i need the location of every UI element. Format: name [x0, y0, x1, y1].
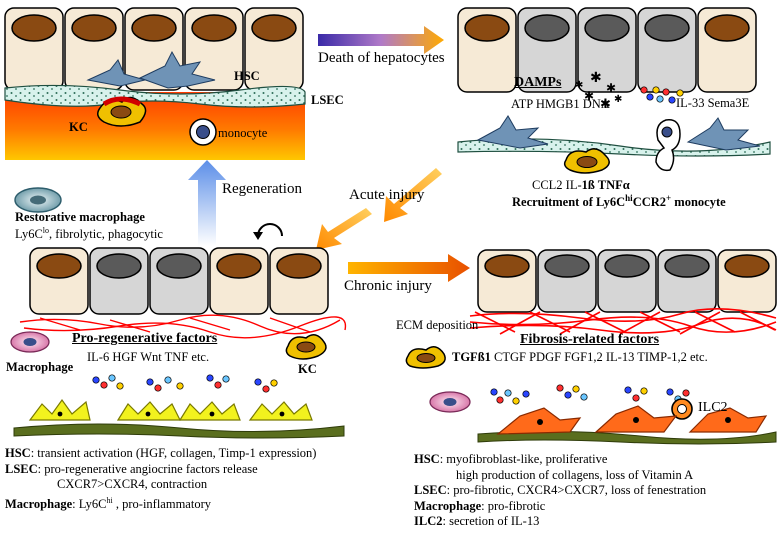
svg-text:✱: ✱ — [590, 71, 602, 86]
right-summary-ilc2: ILC2: secretion of IL-13 — [414, 514, 540, 529]
left-summary: HSC: transient activation (HGF, collagen… — [5, 446, 316, 513]
left-summary-hsc: HSC: transient activation (HGF, collagen… — [5, 446, 317, 460]
svg-text:✱: ✱ — [614, 94, 622, 105]
chemokine-list: CCL2 IL-1ß TNFα — [532, 178, 630, 192]
left-summary-lsec: LSEC: pro-regenerative angiocrine factor… — [5, 461, 258, 476]
regeneration-arrow — [188, 160, 226, 246]
hepatocyte-row — [4, 7, 304, 91]
right-summary-lsec: LSEC: pro-fibrotic, CXCR4>CXCR7, loss of… — [414, 483, 707, 498]
kupffer-cell-fibrotic — [405, 346, 446, 369]
macrophage-left — [10, 331, 50, 353]
quiescent-hsc-cells — [28, 398, 313, 421]
chronic-arrow — [348, 254, 470, 282]
right-summary-hsc: HSC: myofibroblast-like, proliferative — [414, 452, 608, 466]
il33-sema3e-label: IL-33 Sema3E — [676, 96, 750, 110]
cytokine-dots-fibrotic — [490, 384, 690, 405]
lsec-label: LSEC — [311, 93, 344, 107]
svg-text:✱: ✱ — [575, 80, 583, 91]
death-of-hepatocytes-label: Death of hepatocytes — [318, 50, 445, 66]
death-arrow — [318, 26, 444, 54]
middle-left-panel — [10, 247, 347, 439]
damp-list: ATP HMGB1 DNA — [511, 97, 610, 111]
lsec-sinusoid-regen — [13, 423, 345, 439]
hsc-cells — [86, 50, 216, 89]
right-summary: HSC: myofibroblast-like, proliferative h… — [414, 452, 706, 530]
monocyte-label: monocyte — [218, 126, 268, 140]
acute-arrow-upper — [384, 168, 442, 222]
middle-right-panel — [405, 249, 777, 445]
fibrosis-factors-title: Fibrosis-related factors — [520, 332, 660, 347]
acute-injury-label: Acute injury — [349, 187, 425, 203]
fibrosis-factor-list: TGFß1 CTGF PDGF FGF1,2 IL-13 TIMP-1,2 et… — [452, 350, 708, 364]
kupffer-cell-regen — [285, 334, 327, 360]
recruitment-label: Recruitment of Ly6ChiCCR2+ monocyte — [512, 193, 726, 210]
kc-label: KC — [69, 120, 88, 134]
cytokine-dots — [640, 86, 684, 104]
svg-text:✱: ✱ — [584, 89, 594, 103]
damp-particles: ✱ ✱ ✱ ✱ ✱ ✱ — [575, 71, 622, 111]
lsec-sinusoid-fibrotic — [477, 430, 777, 445]
acute-arrow-lower — [316, 208, 372, 250]
left-summary-lsec-2: CXCR7>CXCR4, contraction — [57, 477, 208, 492]
right-summary-macrophage: Macrophage: pro-fibrotic — [414, 498, 546, 513]
macrophage-label: Macrophage — [6, 360, 74, 374]
left-summary-macrophage: Macrophage: Ly6Chi , pro-inflammatory — [5, 495, 211, 511]
top-left-panel — [4, 7, 306, 160]
regeneration-label: Regeneration — [222, 181, 302, 197]
svg-text:✱: ✱ — [606, 81, 616, 95]
pro-regenerative-title: Pro-regenerative factors — [72, 331, 218, 346]
right-summary-hsc-2: high production of collagens, loss of Vi… — [456, 467, 694, 482]
collagen-fibers-dense — [469, 308, 777, 335]
kupffer-cell — [97, 96, 147, 127]
ecm-deposition-label: ECM deposition — [396, 318, 479, 332]
damps-label: DAMPs — [514, 75, 562, 90]
self-renewal-arrow — [257, 223, 283, 237]
kupffer-cell-acute — [563, 148, 610, 174]
top-right-panel: ✱ ✱ ✱ ✱ ✱ ✱ — [457, 7, 771, 174]
ilc2-cell — [671, 398, 693, 420]
kc-regen-label: KC — [298, 362, 317, 376]
monocyte-cell — [189, 118, 217, 146]
pro-regenerative-list: IL-6 HGF Wnt TNF etc. — [87, 350, 210, 364]
cytokine-dots-regen — [92, 374, 278, 393]
transmigrating-monocyte — [655, 119, 681, 172]
macrophage-fibrotic — [429, 391, 471, 413]
restorative-macrophage-title: Restorative macrophage — [15, 210, 145, 224]
chronic-injury-label: Chronic injury — [344, 278, 432, 294]
svg-text:✱: ✱ — [600, 96, 611, 111]
collagen-fibers-light — [19, 314, 347, 339]
restorative-macrophage-desc: Ly6Clo, fibrolytic, phagocytic — [15, 226, 163, 242]
hsc-label: HSC — [234, 69, 260, 83]
ilc2-label: ILC2 — [698, 400, 728, 415]
